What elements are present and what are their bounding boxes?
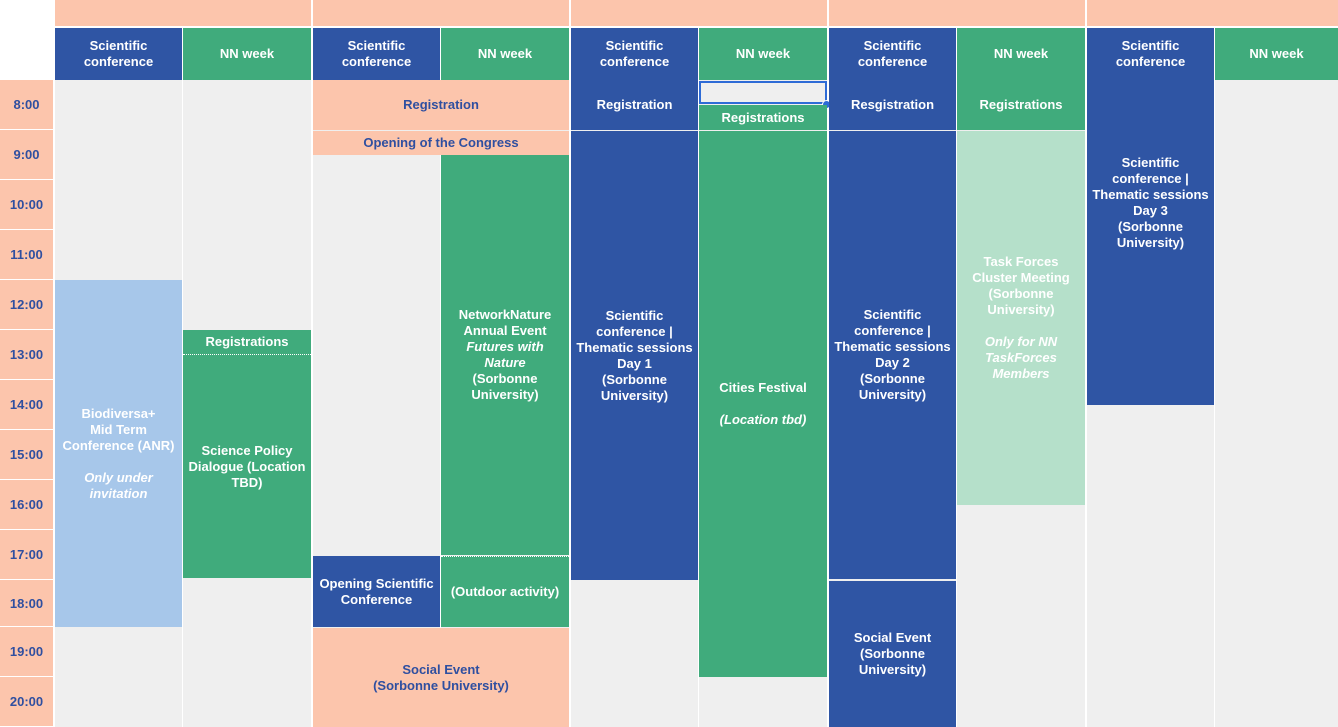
col-header-d3-nn[interactable]: NN week <box>699 28 827 80</box>
time-label: 14:00 <box>0 380 53 430</box>
event-registrations[interactable]: Registrations <box>183 330 311 355</box>
event-opening-congress[interactable]: Opening of the Congress <box>313 131 569 155</box>
col-header-d4-sci[interactable]: Scientific conference <box>829 28 956 80</box>
time-label: 16:00 <box>0 480 53 530</box>
event-cities-festival[interactable]: Cities Festival (Location tbd) <box>699 131 827 677</box>
selected-cell[interactable] <box>699 81 827 104</box>
col-header-d2-sci[interactable]: Scientific conference <box>313 28 440 80</box>
time-label: 10:00 <box>0 180 53 230</box>
time-label: 19:00 <box>0 627 53 677</box>
event-title: Cities Festival <box>719 380 807 395</box>
col-header-d2-nn[interactable]: NN week <box>441 28 569 80</box>
day-header-4[interactable] <box>829 0 1085 26</box>
col-header-d1-sci[interactable]: Scientific conference <box>55 28 182 80</box>
time-label: 9:00 <box>0 130 53 180</box>
time-label: 17:00 <box>0 530 53 580</box>
event-note: Only under invitation <box>84 469 153 501</box>
time-label: 8:00 <box>0 80 53 130</box>
time-label: 18:00 <box>0 580 53 627</box>
col-header-d1-nn[interactable]: NN week <box>183 28 311 80</box>
time-label: 12:00 <box>0 280 53 330</box>
event-science-policy-dialogue[interactable]: Science Policy Dialogue (Location TBD) <box>183 355 311 578</box>
event-thematic-day2[interactable]: Scientific conference | Thematic session… <box>829 131 956 579</box>
event-registration[interactable]: Registration <box>571 80 698 130</box>
day-header-2[interactable] <box>313 0 569 26</box>
event-subtitle: Futures with Nature <box>466 339 544 370</box>
event-registrations[interactable]: Registrations <box>699 105 827 130</box>
time-label: 20:00 <box>0 677 53 727</box>
event-thematic-day1[interactable]: Scientific conference | Thematic session… <box>571 131 698 580</box>
event-location: (Location tbd) <box>719 412 807 427</box>
event-outdoor-activity[interactable]: (Outdoor activity) <box>441 556 569 627</box>
event-opening-scientific[interactable]: Opening Scientific Conference <box>313 556 440 627</box>
col-header-d4-nn[interactable]: NN week <box>957 28 1085 80</box>
day-header-1[interactable] <box>55 0 311 26</box>
event-title: NetworkNature Annual Event <box>458 307 552 338</box>
event-networknature-annual[interactable]: NetworkNature Annual Event Futures with … <box>441 155 569 555</box>
event-biodiversa-conference[interactable]: Biodiversa+ Mid Term Conference (ANR) On… <box>55 280 182 627</box>
event-registration[interactable]: Registration <box>313 80 569 130</box>
col-header-d3-sci[interactable]: Scientific conference <box>571 28 698 80</box>
event-social[interactable]: Social Event (Sorbonne University) <box>829 581 956 727</box>
event-title: Biodiversa+ Mid Term Conference (ANR) <box>62 405 175 453</box>
time-label: 13:00 <box>0 330 53 380</box>
event-social[interactable]: Social Event (Sorbonne University) <box>313 628 569 727</box>
event-note: Only for NN TaskForces Members <box>984 334 1058 381</box>
col-header-d5-sci[interactable]: Scientific conference <box>1087 28 1214 80</box>
empty-slot[interactable] <box>1215 80 1338 727</box>
time-label: 11:00 <box>0 230 53 280</box>
time-label: 15:00 <box>0 430 53 480</box>
event-task-forces-meeting[interactable]: Task Forces Cluster Meeting (Sorbonne Un… <box>957 131 1085 505</box>
time-column: 8:00 9:00 10:00 11:00 12:00 13:00 14:00 … <box>0 80 53 727</box>
day-header-5[interactable] <box>1087 0 1338 26</box>
event-thematic-day3[interactable]: Scientific conference | Thematic session… <box>1087 80 1214 405</box>
col-header-d5-nn[interactable]: NN week <box>1215 28 1338 80</box>
event-location: (Sorbonne University) <box>471 371 539 402</box>
event-registrations[interactable]: Registrations <box>957 80 1085 130</box>
event-registration[interactable]: Resgistration <box>829 80 956 130</box>
day-header-3[interactable] <box>571 0 827 26</box>
event-title: Task Forces Cluster Meeting (Sorbonne Un… <box>972 254 1070 317</box>
